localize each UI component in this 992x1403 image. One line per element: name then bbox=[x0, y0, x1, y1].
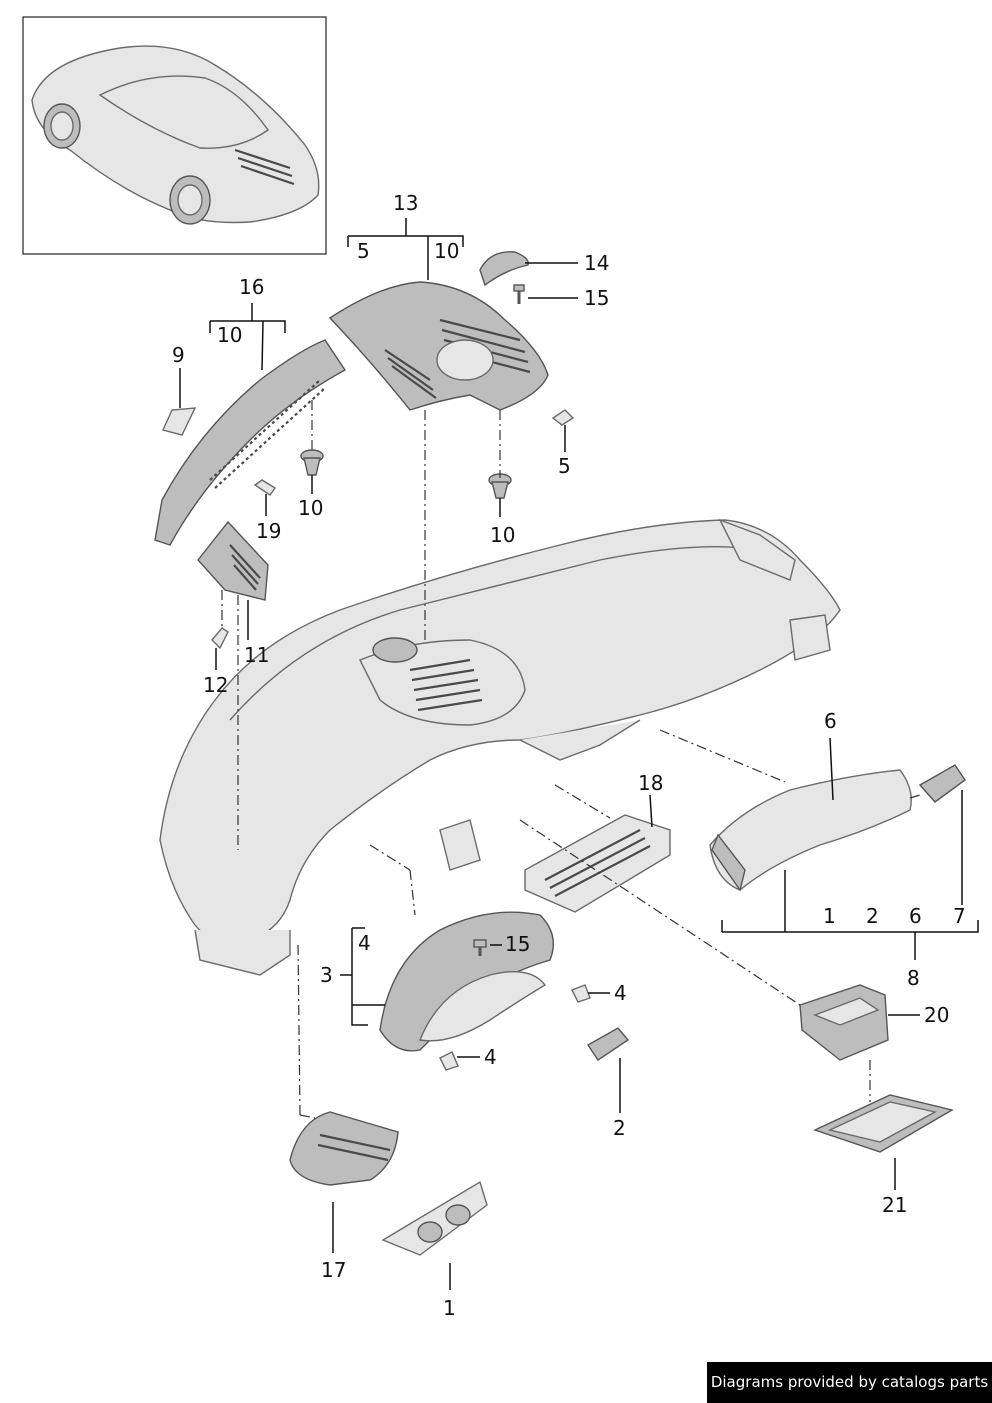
callout-8-sub-6: 6 bbox=[909, 904, 922, 928]
credit-banner: Diagrams provided by catalogs parts bbox=[707, 1362, 992, 1403]
callout-9: 9 bbox=[172, 343, 185, 367]
callout-15-cluster: 15 bbox=[505, 932, 530, 956]
switch-2 bbox=[587, 1027, 630, 1061]
callout-10-right: 10 bbox=[490, 523, 515, 547]
cover-cap-14 bbox=[479, 251, 529, 287]
trim-clip-9 bbox=[162, 407, 197, 436]
end-cap-7 bbox=[918, 764, 966, 803]
callout-21: 21 bbox=[882, 1193, 907, 1217]
center-vent-18 bbox=[524, 814, 671, 913]
callout-16-sub-10: 10 bbox=[217, 323, 242, 347]
clip-4-lower bbox=[439, 1051, 459, 1071]
screw-15-top bbox=[513, 284, 525, 304]
callout-3: 3 bbox=[320, 963, 333, 987]
callout-13-sub-5: 5 bbox=[357, 239, 370, 263]
tray-21 bbox=[813, 1094, 954, 1153]
callout-8-sub-7: 7 bbox=[953, 904, 966, 928]
switch-panel-17 bbox=[289, 1111, 399, 1186]
bezel-1 bbox=[381, 1180, 488, 1256]
storage-box-20 bbox=[799, 984, 889, 1061]
callout-11: 11 bbox=[244, 643, 269, 667]
corner-vent-11 bbox=[197, 520, 269, 601]
callout-2: 2 bbox=[613, 1116, 626, 1140]
callout-3-sub-4: 4 bbox=[358, 931, 371, 955]
clip-5 bbox=[551, 409, 575, 426]
vehicle-overview-inset bbox=[22, 16, 327, 255]
callout-18: 18 bbox=[638, 771, 663, 795]
upper-center-trim-13 bbox=[328, 281, 549, 411]
callout-13-sub-10: 10 bbox=[434, 239, 459, 263]
callout-19: 19 bbox=[256, 519, 281, 543]
callout-16: 16 bbox=[239, 275, 264, 299]
callout-17: 17 bbox=[321, 1258, 346, 1282]
callout-14: 14 bbox=[584, 251, 609, 275]
bracket-12 bbox=[211, 627, 229, 650]
instrument-housing-3 bbox=[379, 911, 554, 1052]
dash-module-6 bbox=[709, 769, 912, 892]
callout-4-lower: 4 bbox=[484, 1045, 497, 1069]
callout-8-sub-1: 1 bbox=[823, 904, 836, 928]
callout-8-sub-2: 2 bbox=[866, 904, 879, 928]
callout-1: 1 bbox=[443, 1296, 456, 1320]
callout-labels: 13 5 10 14 15 16 10 9 5 10 10 19 11 12 6… bbox=[172, 191, 966, 1320]
callout-4-right: 4 bbox=[614, 981, 627, 1005]
callout-5: 5 bbox=[558, 454, 571, 478]
callout-6: 6 bbox=[824, 709, 837, 733]
side-trim-16 bbox=[154, 339, 347, 546]
clip-10-right bbox=[488, 473, 512, 499]
callout-8: 8 bbox=[907, 966, 920, 990]
callout-20: 20 bbox=[924, 1003, 949, 1027]
dashboard-main-body bbox=[159, 518, 841, 976]
callout-10-left: 10 bbox=[298, 496, 323, 520]
callout-12: 12 bbox=[203, 673, 228, 697]
callout-15-top: 15 bbox=[584, 286, 609, 310]
clip-19 bbox=[253, 479, 277, 496]
assembly-lines bbox=[221, 400, 921, 1119]
screw-15-cluster bbox=[473, 939, 487, 956]
callout-13: 13 bbox=[393, 191, 418, 215]
leader-lines bbox=[179, 218, 979, 1290]
clip-10-left bbox=[300, 449, 324, 476]
clip-4-right bbox=[571, 984, 591, 1003]
